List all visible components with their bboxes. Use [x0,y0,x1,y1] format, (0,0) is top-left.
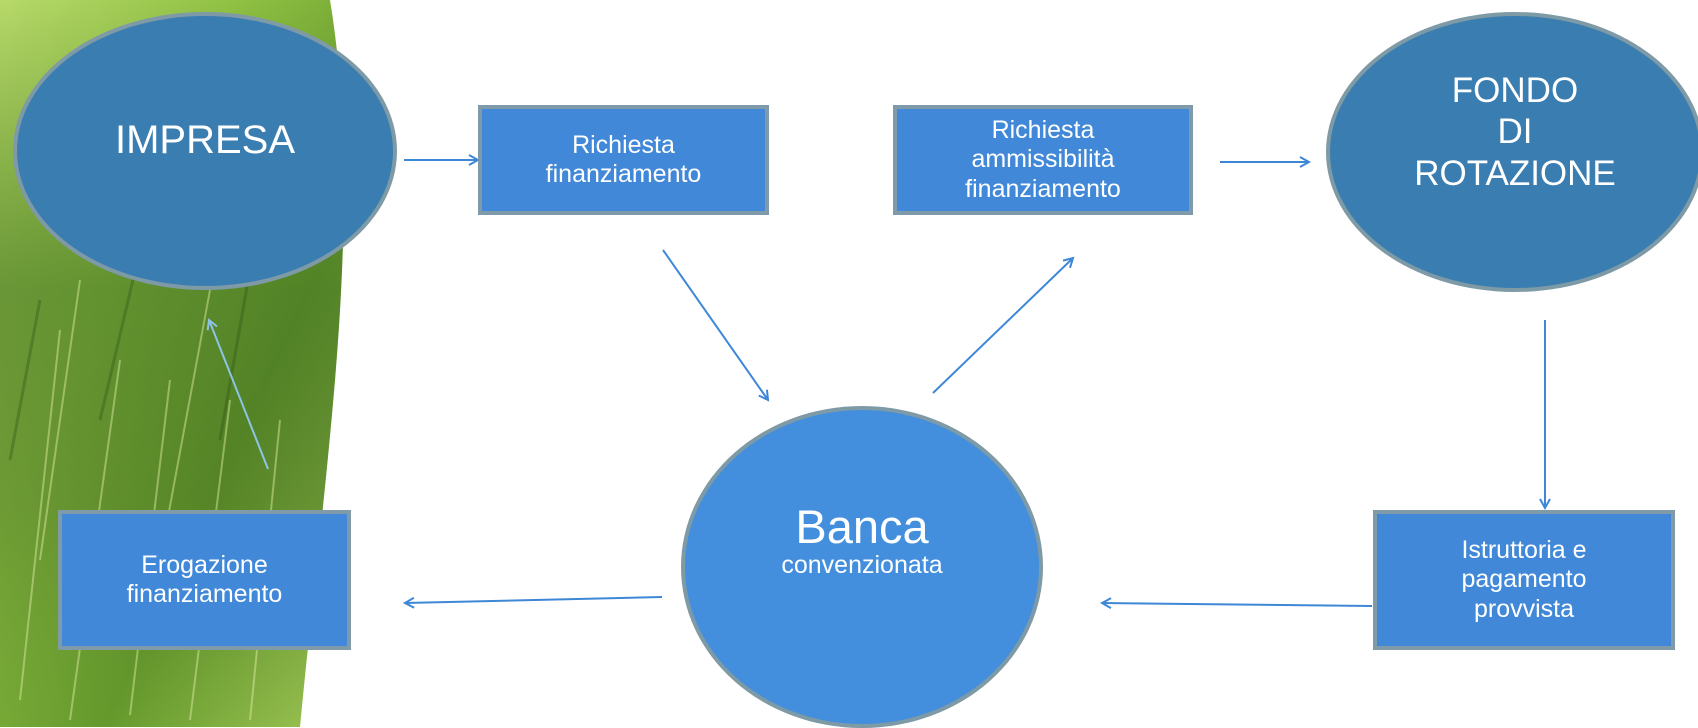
istruttoria-line-2: pagamento [1461,565,1587,594]
fondo-line-2: DI [1497,112,1533,152]
fondo-di-rotazione-node: FONDO DI ROTAZIONE [1326,12,1698,292]
richiesta-finanziamento-line-1: Richiesta [572,130,675,159]
banca-convenzionata-node: Banca convenzionata [681,406,1043,728]
fondo-line-3: ROTAZIONE [1414,153,1616,193]
arrow-istruttoria-to-banca [1102,603,1373,606]
richiesta-ammissibilita-box: Richiesta ammissibilità finanziamento [893,105,1193,215]
arrow-erogazione-to-impresa [209,320,269,470]
banca-subtitle: convenzionata [781,551,943,580]
arrow-banca-to-erogazione [405,596,663,603]
richiesta-finanziamento-box: Richiesta finanziamento [478,105,769,215]
erogazione-line-2: finanziamento [126,580,283,608]
impresa-node: IMPRESA [13,12,397,290]
istruttoria-line-1: Istruttoria e [1461,535,1587,564]
banca-title: Banca [795,499,929,553]
richiesta-ammissibilita-line-2: ammissibilità [971,145,1115,174]
arrow-banca-to-ammissibilita [932,258,1073,394]
fondo-line-1: FONDO [1451,71,1579,111]
richiesta-ammissibilita-line-3: finanziamento [965,174,1121,203]
erogazione-line-1: Erogazione [141,550,268,579]
erogazione-finanziamento-box: Erogazione finanziamento [58,510,351,650]
richiesta-ammissibilita-line-1: Richiesta [991,115,1095,144]
arrow-richiesta-to-banca [662,249,768,400]
istruttoria-line-3: provvista [1473,594,1575,623]
richiesta-finanziamento-line-2: finanziamento [545,160,702,188]
istruttoria-box: Istruttoria e pagamento provvista [1373,510,1675,650]
impresa-label: IMPRESA [114,117,296,162]
